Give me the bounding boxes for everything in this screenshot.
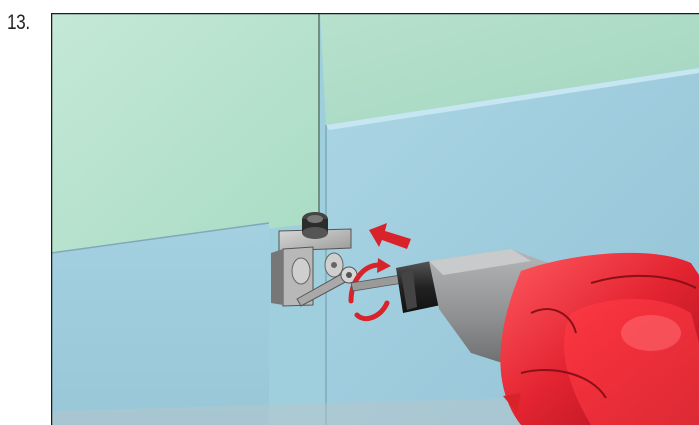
step-number: 13.	[7, 11, 30, 35]
installation-illustration	[51, 13, 699, 425]
